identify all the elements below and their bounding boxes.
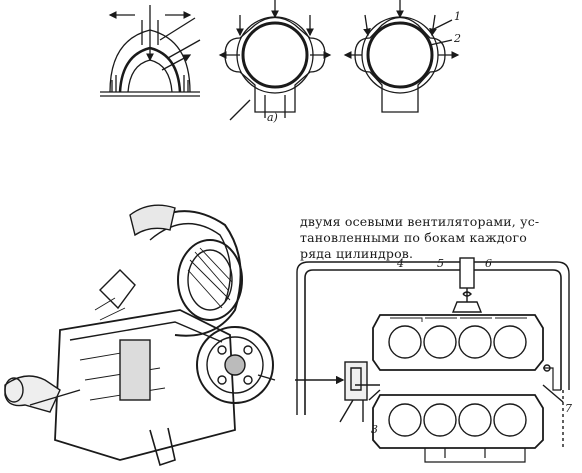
paragraph-line-1: двумя осевыми вентиляторами, ус- xyxy=(300,214,540,229)
cylinder-section-view-a xyxy=(218,0,332,121)
cylinder-section-view-b xyxy=(343,0,460,113)
cross-section-drawing: а) 1 2 xyxy=(100,0,461,124)
panel-caption: а) xyxy=(267,111,278,124)
half-section-view xyxy=(100,5,201,97)
callout-6: 6 xyxy=(485,257,492,270)
schematic-drawing: 4 5 6 3 7 xyxy=(295,257,572,463)
body-paragraph: двумя осевыми вентиляторами, ус- тановле… xyxy=(300,214,582,262)
callout-3: 3 xyxy=(371,423,378,436)
callout-4: 4 xyxy=(396,257,404,270)
engine-drawing xyxy=(4,204,276,467)
top-cross-section-figure: а) 1 2 xyxy=(90,0,490,125)
callout-1: 1 xyxy=(454,10,461,23)
callout-2: 2 xyxy=(453,32,461,45)
cooling-schematic-figure: 4 5 6 3 7 xyxy=(285,250,582,473)
paragraph-line-2: тановленными по бокам каждого xyxy=(300,230,527,245)
paragraph-line-3: ряда цилиндров. xyxy=(300,246,414,261)
engine-perspective-figure xyxy=(0,190,290,473)
callout-7: 7 xyxy=(565,402,572,415)
callout-5: 5 xyxy=(437,257,444,270)
